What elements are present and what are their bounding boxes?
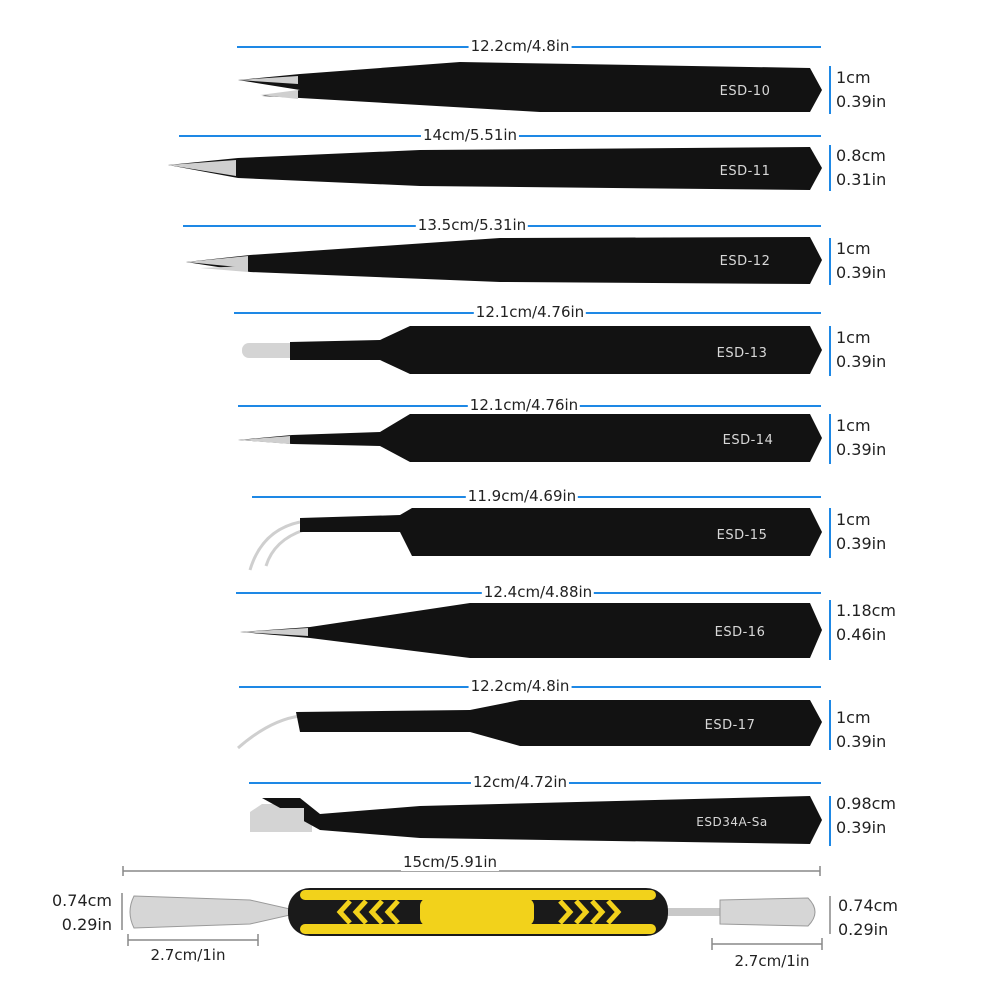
width-label: 1cm 0.39in: [836, 708, 887, 751]
width-label: 0.8cm 0.31in: [836, 146, 887, 189]
model-code: ESD-17: [705, 718, 756, 733]
width-label: 1cm 0.39in: [836, 510, 887, 553]
model-code: ESD34A-Sa: [696, 815, 767, 829]
model-code: ESD-10: [720, 84, 771, 99]
width-line: [829, 238, 831, 285]
spudger-left-width-label: 0.74cm 0.29in: [52, 891, 113, 934]
spudger-right-blade-label: 2.7cm/1in: [732, 952, 812, 970]
length-label: 11.9cm/4.69in: [465, 487, 579, 505]
model-code: ESD-14: [723, 433, 774, 448]
length-label: 12.2cm/4.8in: [468, 677, 572, 695]
width-line: [829, 508, 831, 558]
width-label: 0.98cm 0.39in: [836, 794, 897, 837]
model-code: ESD-11: [720, 164, 771, 179]
length-label: 12.1cm/4.76in: [467, 396, 581, 414]
model-code: ESD-15: [717, 528, 768, 543]
handle: [288, 888, 668, 936]
width-label: 1cm 0.39in: [836, 239, 887, 282]
model-code: ESD-13: [717, 346, 768, 361]
width-line: [829, 326, 831, 376]
length-label: 14cm/5.51in: [420, 126, 520, 144]
model-code: ESD-16: [715, 625, 766, 640]
model-code: ESD-12: [720, 254, 771, 269]
length-label: 12.2cm/4.8in: [468, 37, 572, 55]
width-label: 1cm 0.39in: [836, 416, 887, 459]
width-label: 1cm 0.39in: [836, 68, 887, 111]
width-line: [829, 600, 831, 660]
length-label: 12cm/4.72in: [470, 773, 570, 791]
width-line: [829, 700, 831, 750]
width-line: [829, 145, 831, 191]
length-label: 12.4cm/4.88in: [481, 583, 595, 601]
width-line: [829, 66, 831, 114]
width-label: 1.18cm 0.46in: [836, 601, 897, 644]
length-label: 13.5cm/5.31in: [415, 216, 529, 234]
width-line: [829, 796, 831, 846]
length-label: 12.1cm/4.76in: [473, 303, 587, 321]
spudger-length-label: 15cm/5.91in: [400, 853, 500, 871]
spudger-left-blade-label: 2.7cm/1in: [148, 946, 228, 964]
width-label: 1cm 0.39in: [836, 328, 887, 371]
width-line: [829, 414, 831, 464]
spudger-right-width-label: 0.74cm 0.29in: [838, 896, 899, 939]
